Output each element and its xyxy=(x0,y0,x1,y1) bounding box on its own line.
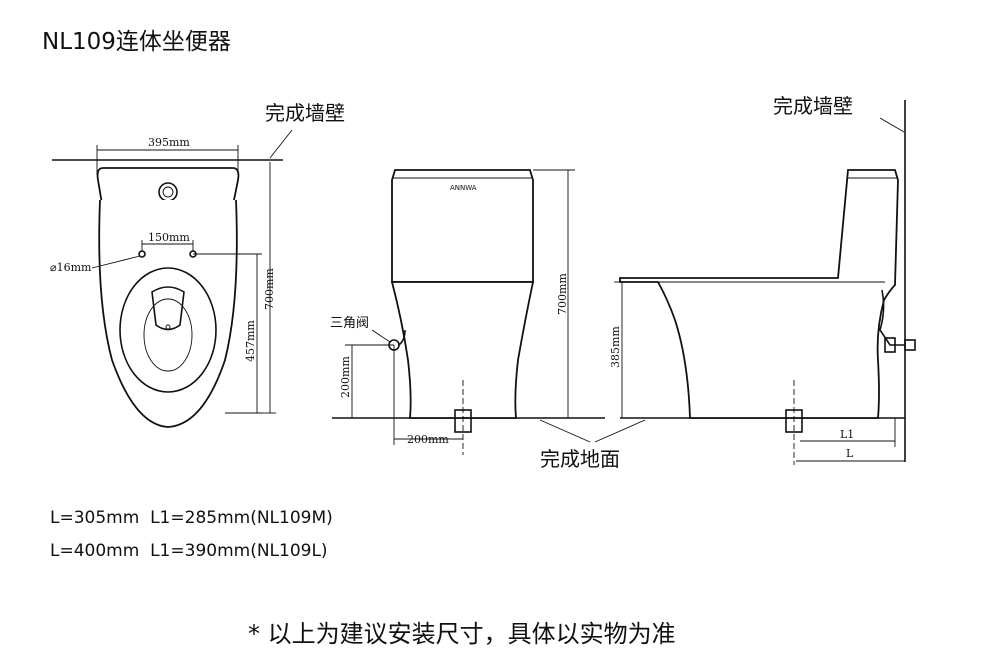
seat-opening xyxy=(119,267,217,393)
dim-width-label: 395mm xyxy=(148,136,190,149)
side-angle-valve xyxy=(884,337,896,353)
dim-700-top-label: 700mm xyxy=(263,268,276,310)
bowl-outer-outline xyxy=(98,199,238,428)
dim-L1-label: L1 xyxy=(840,428,854,441)
dim-valve-height-label: 200mm xyxy=(339,356,352,398)
finished-floor-label: 完成地面 xyxy=(540,447,620,471)
dim-457-label: 457mm xyxy=(244,320,257,362)
spec-line-l: L=400mm L1=390mm(NL109L) xyxy=(50,541,328,561)
finished-wall-label-side: 完成墙壁 xyxy=(773,94,853,118)
hole-diameter-leader xyxy=(91,255,141,269)
dim-L-label: L xyxy=(846,447,854,460)
wall-leader-line xyxy=(269,129,293,159)
finished-wall-label-top: 完成墙壁 xyxy=(265,101,345,125)
angle-valve-label: 三角阀 xyxy=(330,316,369,331)
dim-seat-height-label: 385mm xyxy=(609,326,622,368)
page-title: NL109连体坐便器 xyxy=(42,29,231,55)
top-view: 完成墙壁 395mm 150mm ⌀16mm 700mm 457mm xyxy=(50,101,345,428)
angle-valve-leader xyxy=(371,329,391,343)
brand-label: ANNWA xyxy=(450,184,477,192)
dim-hole-diameter-label: ⌀16mm xyxy=(50,261,92,274)
dim-hole-spacing-label: 150mm xyxy=(148,231,190,244)
front-body xyxy=(390,281,535,419)
side-supply-hose xyxy=(879,289,905,346)
dim-valve-offset-label: 200mm xyxy=(407,433,449,446)
drain-hole xyxy=(151,286,185,331)
spec-line-m: L=305mm L1=285mm(NL109M) xyxy=(50,508,333,528)
front-view: ANNWA 三角阀 200mm 200mm 700mm 完成地面 xyxy=(330,169,646,471)
side-view: 完成墙壁 385mm L1 L xyxy=(609,94,916,465)
side-body xyxy=(619,169,899,419)
dim-700-front-label: 700mm xyxy=(556,273,569,315)
installation-note: * 以上为建议安装尺寸，具体以实物为准 xyxy=(248,620,676,648)
